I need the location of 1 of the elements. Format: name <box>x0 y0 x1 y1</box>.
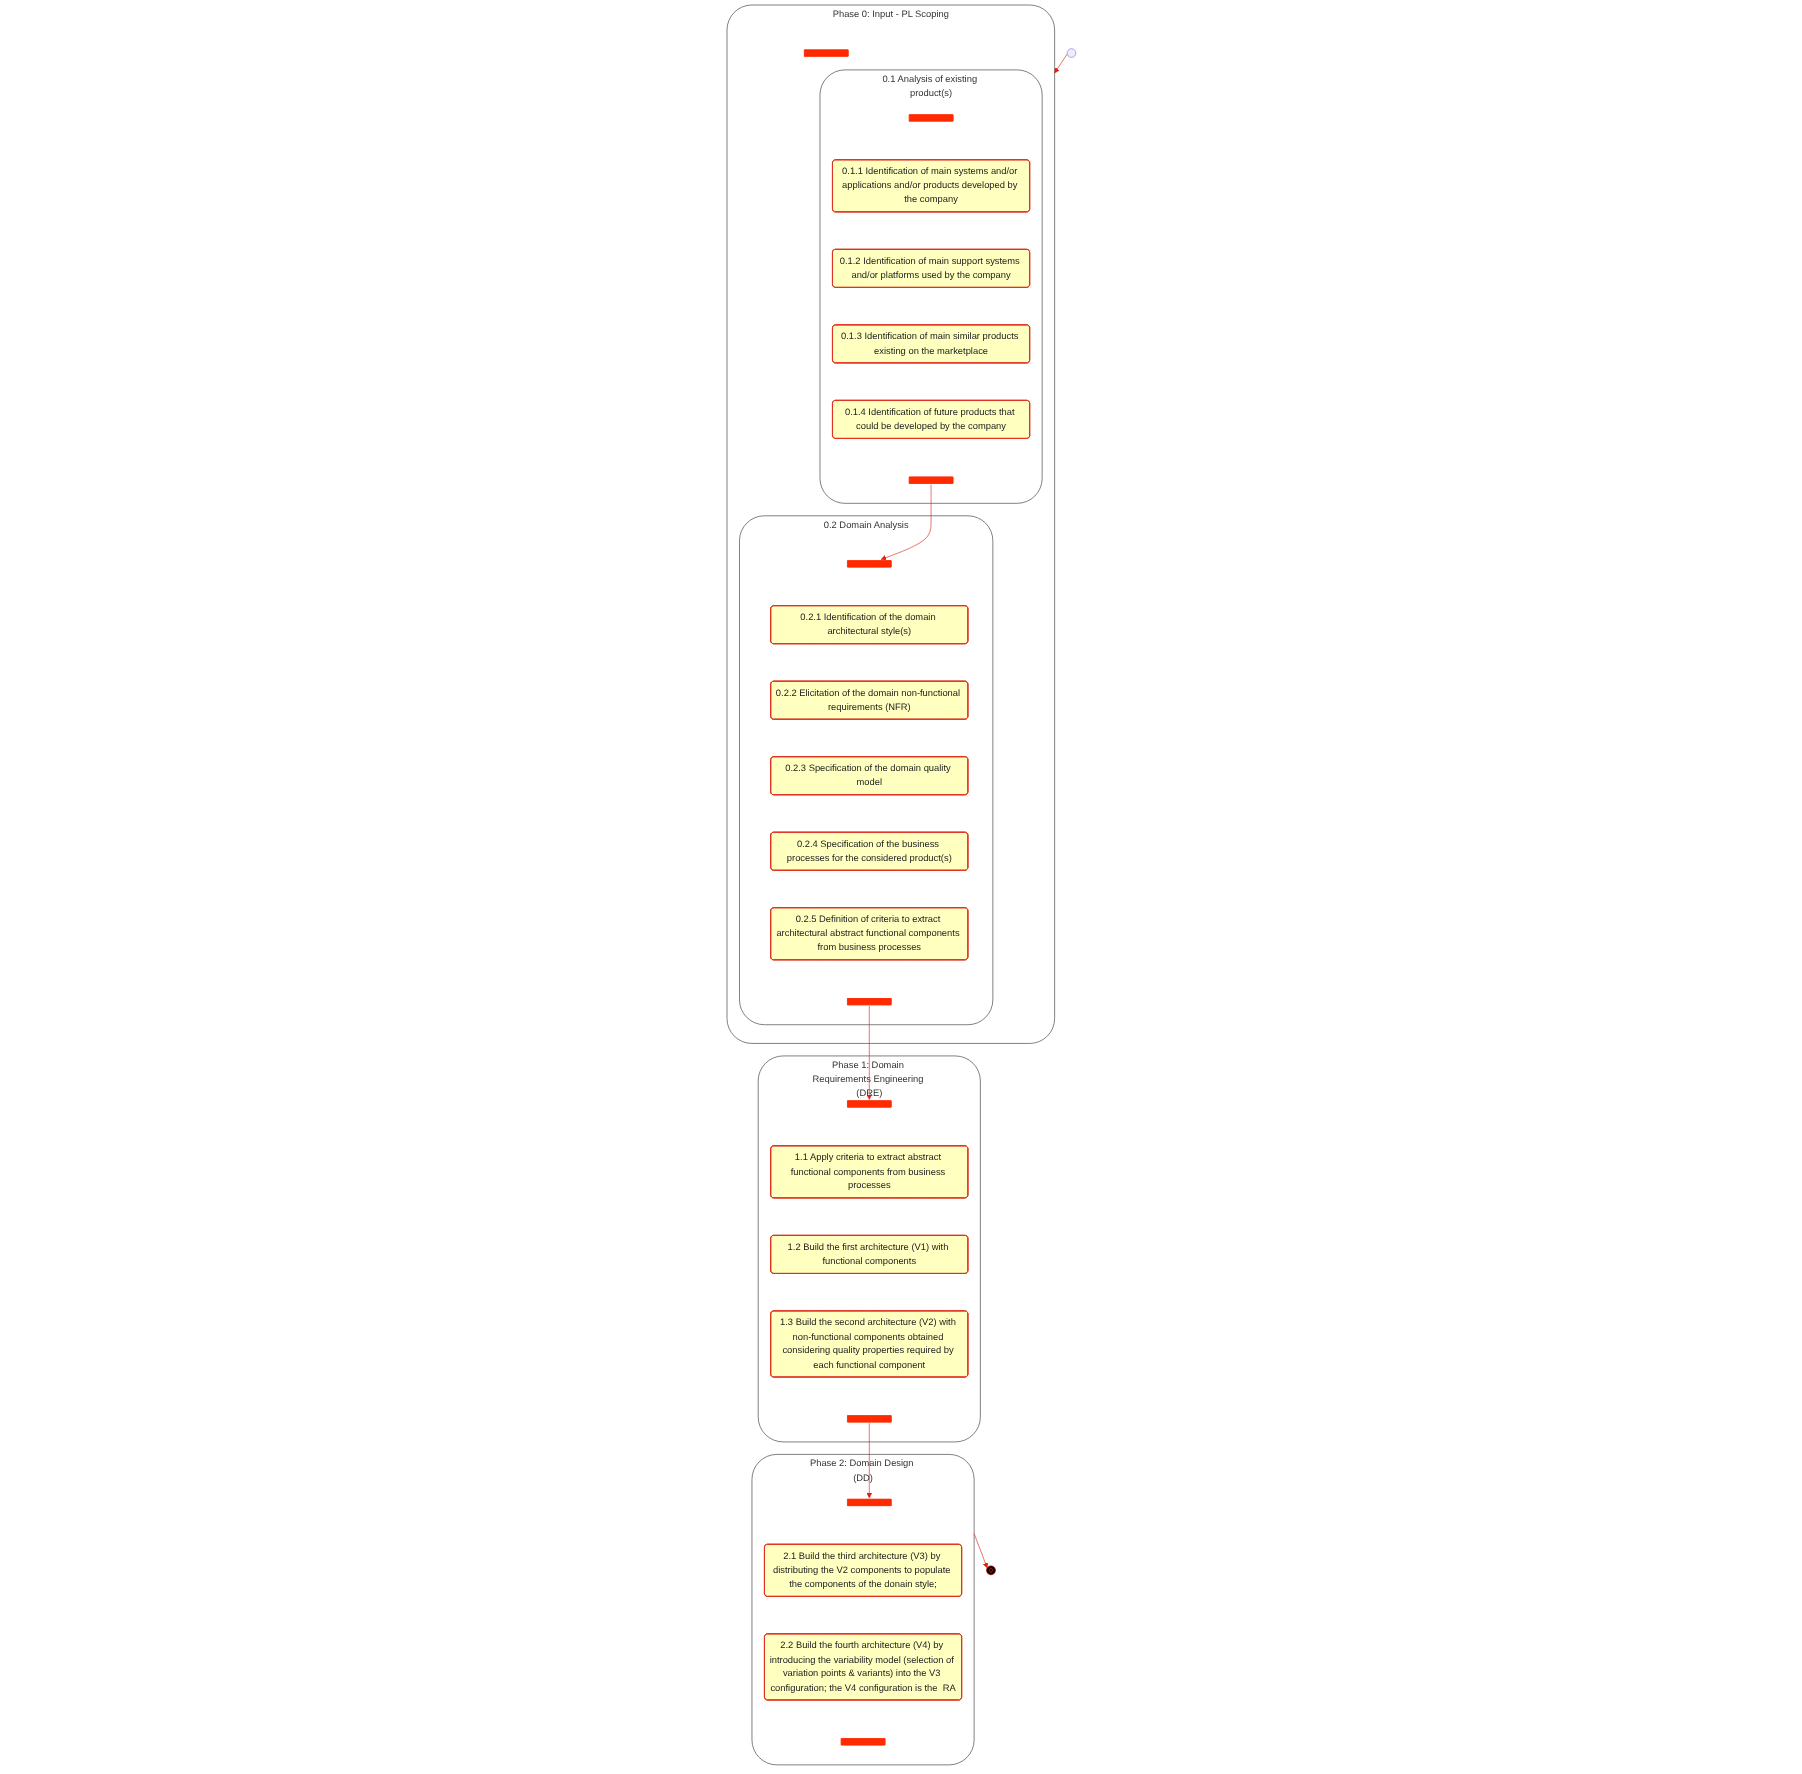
node-circle <box>1066 48 1076 58</box>
